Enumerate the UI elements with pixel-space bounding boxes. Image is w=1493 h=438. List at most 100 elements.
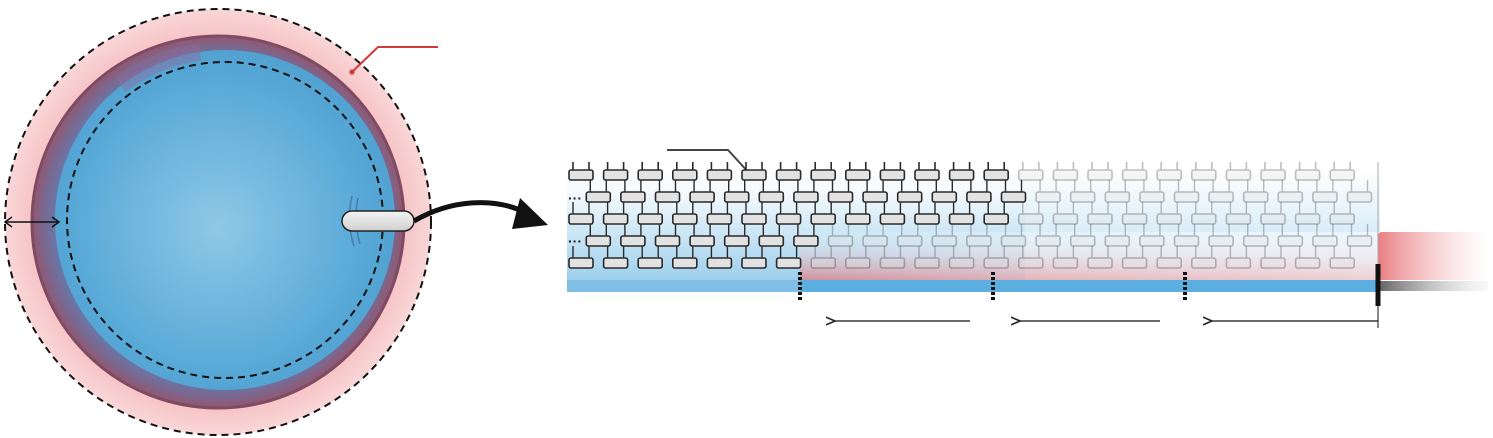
brick bbox=[654, 224, 681, 247]
brick bbox=[948, 202, 975, 225]
brick bbox=[966, 224, 992, 247]
outer-dashed-boundary bbox=[4, 8, 432, 436]
brick bbox=[1139, 180, 1165, 203]
brick bbox=[793, 180, 819, 203]
brick bbox=[879, 162, 906, 181]
brick bbox=[879, 202, 906, 225]
brick bbox=[1156, 246, 1182, 269]
brick bbox=[671, 202, 698, 225]
brick bbox=[1087, 162, 1113, 181]
brick bbox=[1225, 202, 1252, 225]
brick bbox=[1121, 246, 1148, 269]
brick bbox=[1156, 202, 1182, 225]
brick bbox=[568, 202, 594, 225]
brick bbox=[879, 246, 906, 269]
brick bbox=[671, 246, 698, 269]
brick bbox=[1225, 162, 1252, 181]
brick bbox=[914, 246, 940, 269]
gray-tail bbox=[1380, 281, 1488, 291]
brick bbox=[1312, 180, 1338, 203]
brick bbox=[637, 162, 664, 181]
brick bbox=[1294, 202, 1321, 225]
brick bbox=[1329, 202, 1355, 225]
brick bbox=[827, 180, 854, 203]
brick bbox=[1017, 246, 1044, 269]
brick bbox=[1346, 180, 1373, 203]
brick bbox=[689, 224, 715, 247]
red-band-fade bbox=[800, 232, 1380, 286]
base-track-left bbox=[567, 280, 800, 292]
brick bbox=[948, 162, 975, 181]
brick bbox=[810, 246, 837, 269]
brick bbox=[620, 224, 646, 247]
brick bbox=[966, 180, 992, 203]
brick bbox=[1225, 246, 1252, 269]
stack-detail: ··· ··· bbox=[567, 149, 1488, 328]
brick bbox=[914, 162, 940, 181]
brick bbox=[983, 162, 1010, 181]
row-ellipsis-marks: ··· ··· bbox=[568, 190, 582, 249]
brick bbox=[1294, 162, 1321, 181]
brick bbox=[1121, 202, 1148, 225]
brick bbox=[1260, 162, 1286, 181]
brick bbox=[568, 246, 594, 269]
brick bbox=[1052, 246, 1079, 269]
brick bbox=[793, 224, 819, 247]
brick bbox=[1052, 202, 1079, 225]
zoom-region-marker bbox=[341, 195, 415, 247]
brick bbox=[741, 162, 767, 181]
brick bbox=[1329, 162, 1355, 181]
brick bbox=[1260, 246, 1286, 269]
brick bbox=[637, 246, 664, 269]
brick bbox=[1052, 162, 1079, 181]
cross-section bbox=[3, 8, 548, 436]
brick bbox=[1191, 246, 1217, 269]
brick bbox=[585, 180, 612, 203]
brick bbox=[983, 202, 1010, 225]
brick bbox=[1329, 246, 1355, 269]
brick bbox=[1139, 224, 1165, 247]
brick bbox=[1035, 224, 1061, 247]
brick bbox=[775, 246, 802, 269]
brick bbox=[671, 162, 698, 181]
curved-arrow-icon bbox=[412, 198, 548, 229]
ellipsis-mark: ··· bbox=[568, 233, 582, 249]
brick bbox=[758, 224, 785, 247]
brick bbox=[1156, 162, 1182, 181]
brick bbox=[844, 162, 871, 181]
brick bbox=[706, 246, 733, 269]
brick bbox=[654, 180, 681, 203]
brick bbox=[706, 162, 733, 181]
brick bbox=[723, 224, 750, 247]
brick bbox=[689, 180, 715, 203]
brick bbox=[983, 246, 1010, 269]
brick bbox=[1000, 180, 1027, 203]
brick bbox=[931, 180, 958, 203]
brick bbox=[1312, 224, 1338, 247]
brick bbox=[1346, 224, 1373, 247]
red-tail bbox=[1378, 232, 1488, 280]
brick bbox=[1208, 224, 1234, 247]
brick bbox=[862, 224, 888, 247]
brick bbox=[931, 224, 958, 247]
brick bbox=[1104, 180, 1131, 203]
brick bbox=[1277, 224, 1304, 247]
brick bbox=[741, 202, 767, 225]
brick bbox=[1104, 224, 1131, 247]
brick bbox=[1069, 224, 1096, 247]
segment-pill bbox=[341, 210, 415, 232]
brick bbox=[602, 162, 629, 181]
core-layer bbox=[55, 50, 395, 390]
leader-dot bbox=[349, 69, 355, 75]
brick bbox=[1242, 180, 1269, 203]
brick bbox=[1173, 224, 1200, 247]
brick bbox=[741, 246, 767, 269]
brick bbox=[1017, 162, 1044, 181]
brick bbox=[602, 202, 629, 225]
brick bbox=[1069, 180, 1096, 203]
brick bbox=[810, 162, 837, 181]
brick bbox=[862, 180, 888, 203]
brick bbox=[1087, 202, 1113, 225]
brick bbox=[1260, 202, 1286, 225]
